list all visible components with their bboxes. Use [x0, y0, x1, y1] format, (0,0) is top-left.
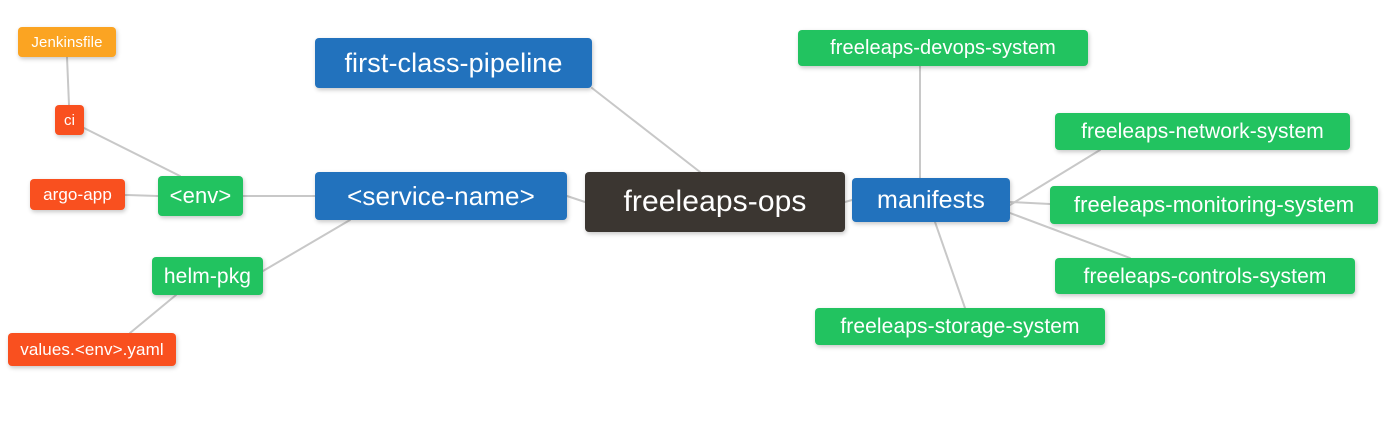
- node-argo-app[interactable]: argo-app: [30, 179, 125, 210]
- edge-env-to-argo-app: [124, 194, 159, 197]
- edge-freeleaps-ops-to-service-name: [566, 195, 586, 203]
- node-service-name[interactable]: <service-name>: [315, 172, 567, 220]
- edge-manifests-to-freeleaps-network-system: [1009, 149, 1101, 206]
- node-jenkinsfile[interactable]: Jenkinsfile: [18, 27, 116, 57]
- node-freeleaps-storage-system[interactable]: freeleaps-storage-system: [815, 308, 1105, 345]
- node-freeleaps-monitoring-system[interactable]: freeleaps-monitoring-system: [1050, 186, 1378, 224]
- node-freeleaps-controls-system[interactable]: freeleaps-controls-system: [1055, 258, 1355, 294]
- edge-service-name-to-helm-pkg: [262, 219, 351, 272]
- node-ci[interactable]: ci: [55, 105, 84, 135]
- edge-freeleaps-ops-to-first-class-pipeline: [591, 87, 701, 173]
- edge-ci-to-jenkinsfile: [66, 56, 70, 106]
- node-helm-pkg[interactable]: helm-pkg: [152, 257, 263, 295]
- node-manifests[interactable]: manifests: [852, 178, 1010, 222]
- edge-manifests-to-freeleaps-monitoring-system: [1009, 201, 1051, 205]
- edge-helm-pkg-to-values-env-yaml: [129, 294, 177, 334]
- edge-env-to-ci: [83, 127, 181, 177]
- edge-manifests-to-freeleaps-controls-system: [1009, 212, 1131, 259]
- node-freeleaps-ops[interactable]: freeleaps-ops: [585, 172, 845, 232]
- node-freeleaps-network-system[interactable]: freeleaps-network-system: [1055, 113, 1350, 150]
- edge-manifests-to-freeleaps-storage-system: [934, 221, 966, 309]
- edge-freeleaps-ops-to-manifests: [844, 199, 853, 203]
- node-first-class-pipeline[interactable]: first-class-pipeline: [315, 38, 592, 88]
- node-freeleaps-devops-system[interactable]: freeleaps-devops-system: [798, 30, 1088, 66]
- node-env[interactable]: <env>: [158, 176, 243, 216]
- node-values-env-yaml[interactable]: values.<env>.yaml: [8, 333, 176, 366]
